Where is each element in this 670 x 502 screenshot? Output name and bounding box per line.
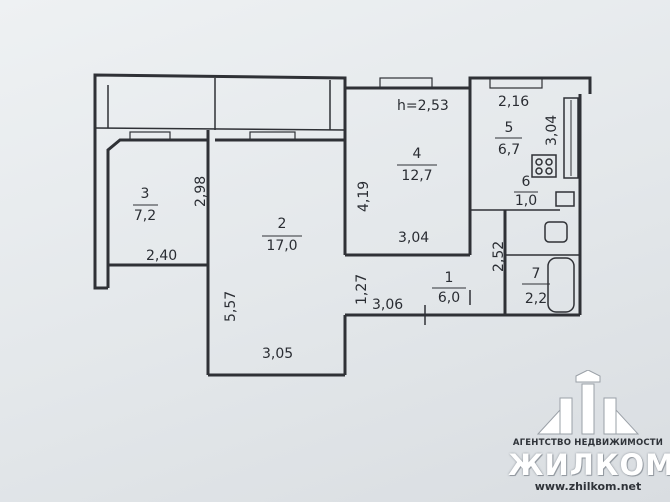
window-room2 xyxy=(249,131,296,141)
dim-room2-height: 5,57 xyxy=(223,291,239,322)
room-4-area: 12,7 xyxy=(401,168,432,184)
dim-hall-height: 1,27 xyxy=(354,274,370,305)
room-6-number: 6 xyxy=(522,174,531,190)
room-labels: h=2,53 3 7,2 2 17,0 4 12,7 5 6,7 6 1,0 7… xyxy=(133,98,550,307)
sink-icon xyxy=(544,221,568,243)
room-6-area: 1,0 xyxy=(515,193,537,209)
kitchen-fixtures xyxy=(531,97,579,207)
ceiling-height: h=2,53 xyxy=(397,98,449,114)
dim-bath-height: 2,52 xyxy=(491,241,507,272)
room-5-area: 6,7 xyxy=(498,142,520,158)
room-2-number: 2 xyxy=(278,216,287,232)
kitchen-counter xyxy=(563,97,579,179)
loggia xyxy=(94,78,346,131)
dimension-labels: 2,98 2,40 5,57 3,05 4,19 3,04 2,16 3,04 … xyxy=(146,94,560,362)
room-5-number: 5 xyxy=(505,120,514,136)
room-1-number: 1 xyxy=(445,270,454,286)
agency-brand: ЖИЛКОМ xyxy=(508,448,670,482)
dim-room5-width: 2,16 xyxy=(498,94,529,110)
dim-room5-height: 3,04 xyxy=(544,115,560,146)
room-7-area: 2,2 xyxy=(525,291,547,307)
watermark: АГЕНТСТВО НЕДВИЖИМОСТИ ЖИЛКОМ www.zhilko… xyxy=(508,370,670,498)
ventilation-shaft xyxy=(555,191,575,207)
bathroom-fixtures xyxy=(544,221,575,313)
dim-room2-width: 3,05 xyxy=(262,346,293,362)
bathtub-icon xyxy=(547,257,575,313)
agency-logo-icon xyxy=(536,370,640,435)
room-3-number: 3 xyxy=(141,186,150,202)
room-1-area: 6,0 xyxy=(438,290,460,306)
dim-room4-height: 4,19 xyxy=(356,181,372,212)
window-room3 xyxy=(129,131,171,141)
room-4-number: 4 xyxy=(413,146,422,162)
dim-room3-height: 2,98 xyxy=(193,176,209,207)
dim-room4-width: 3,04 xyxy=(398,230,429,246)
exterior-walls xyxy=(93,73,592,377)
window-room4 xyxy=(379,77,433,89)
window-kitchen xyxy=(489,77,543,89)
room-3-area: 7,2 xyxy=(134,208,156,224)
agency-tagline: АГЕНТСТВО НЕДВИЖИМОСТИ xyxy=(512,438,664,448)
stove-icon xyxy=(531,154,557,178)
room-2-area: 17,0 xyxy=(266,238,297,254)
dim-room3-width: 2,40 xyxy=(146,248,177,264)
room-7-number: 7 xyxy=(532,266,541,282)
agency-url: www.zhilkom.net xyxy=(534,480,642,493)
windows xyxy=(129,77,543,141)
dim-hall-width: 3,06 xyxy=(372,297,403,313)
